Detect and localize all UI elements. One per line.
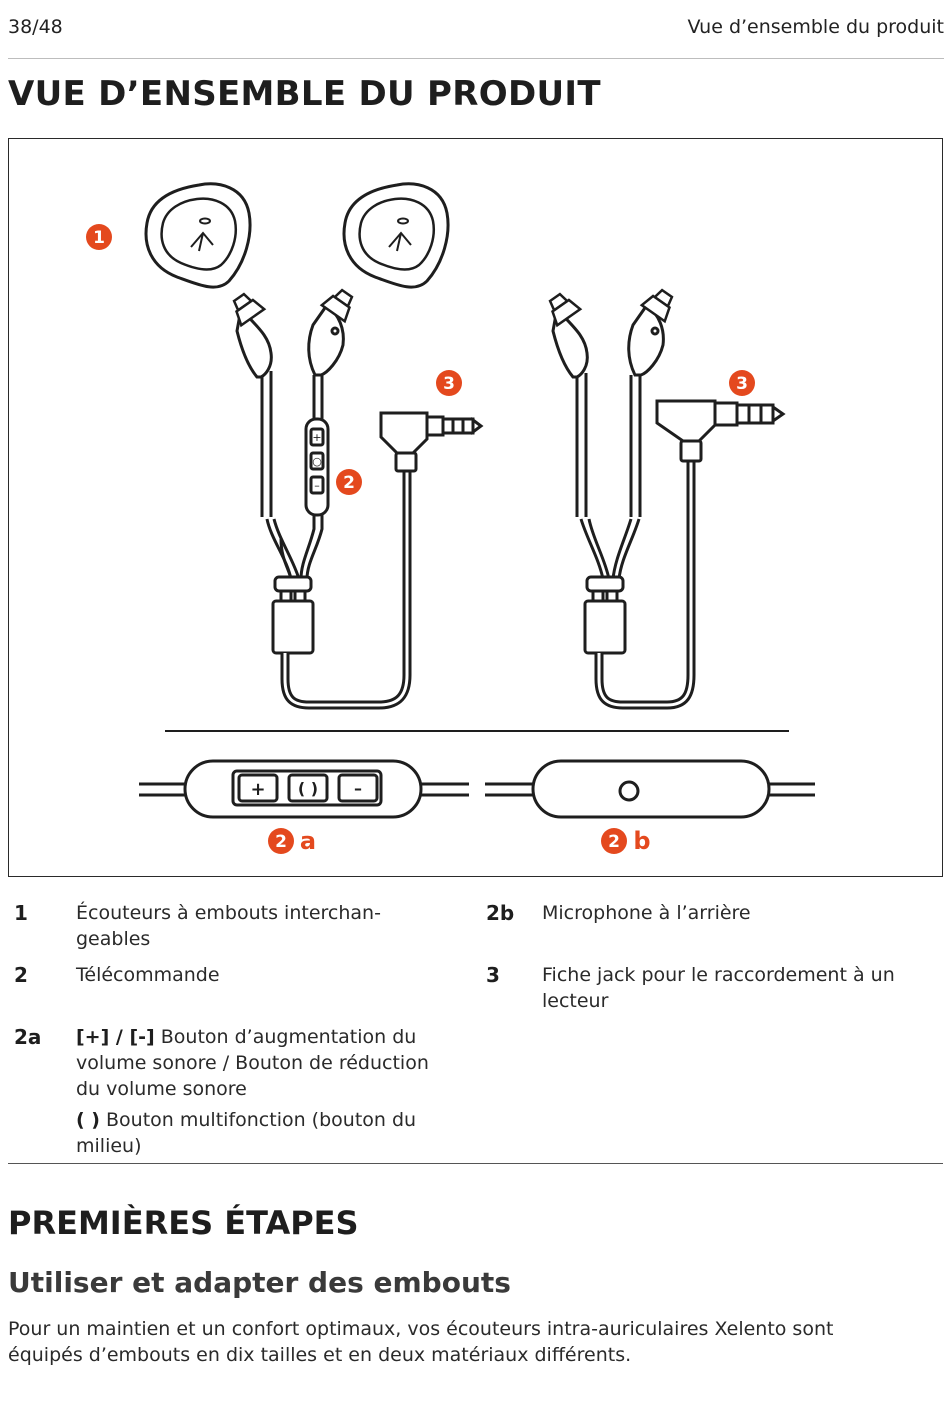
- page-header: 38/48 Vue d’ensemble du produit: [8, 14, 944, 59]
- callout-3-left: 3: [436, 370, 462, 396]
- svg-text:3: 3: [736, 374, 748, 394]
- section-divider: [8, 1163, 943, 1164]
- remote-2b-icon: [485, 759, 815, 819]
- svg-text:–: –: [314, 479, 320, 492]
- plus-button-icon: +: [250, 779, 265, 800]
- splitter-right-icon: [583, 461, 696, 710]
- right-assembly-cable-icon: [542, 284, 680, 580]
- svg-text:+: +: [312, 431, 321, 444]
- callout-2: 2: [336, 469, 362, 495]
- legend: 1 Écouteurs à embouts interchan- geables…: [14, 901, 895, 1157]
- svg-text:3: 3: [443, 374, 455, 394]
- splitter-left-icon: [271, 471, 412, 710]
- page-number: 38/48: [8, 16, 63, 38]
- section-title: VUE D’ENSEMBLE DU PRODUIT: [8, 74, 601, 114]
- minus-button-icon: –: [354, 779, 362, 798]
- svg-text:2: 2: [275, 832, 287, 852]
- svg-text:2: 2: [608, 832, 620, 852]
- intro-paragraph: Pour un maintien et un confort optimaux,…: [8, 1318, 834, 1366]
- svg-text:b: b: [633, 827, 650, 855]
- remote-2-icon: + ○ –: [312, 431, 322, 492]
- remote-2a-icon: [139, 759, 469, 819]
- callout-1: 1: [86, 224, 112, 250]
- callout-2b: 2 b: [601, 827, 651, 855]
- earphone-diagram: + ○ –: [86, 182, 815, 855]
- svg-text:○: ○: [312, 455, 322, 468]
- left-cable-icon: [226, 288, 301, 580]
- jack-right-icon: [655, 399, 786, 463]
- callout-2a: 2 a: [268, 827, 316, 855]
- right-cable-icon: [299, 284, 360, 580]
- svg-text:2: 2: [343, 473, 355, 493]
- svg-text:1: 1: [93, 228, 105, 248]
- jack-left-icon: [379, 411, 484, 473]
- earpiece-right-icon: [342, 182, 450, 289]
- product-overview-figure: + ○ –: [8, 138, 943, 877]
- running-title: Vue d’ensemble du produit: [687, 16, 944, 38]
- callout-3-right: 3: [729, 370, 755, 396]
- subsection-title: Utiliser et adapter des embouts: [8, 1266, 511, 1299]
- multifunction-button-icon: ( ): [298, 779, 318, 798]
- svg-text:a: a: [300, 827, 316, 855]
- section2-title: PREMIÈRES ÉTAPES: [8, 1204, 359, 1242]
- earpiece-left-icon: [144, 182, 252, 289]
